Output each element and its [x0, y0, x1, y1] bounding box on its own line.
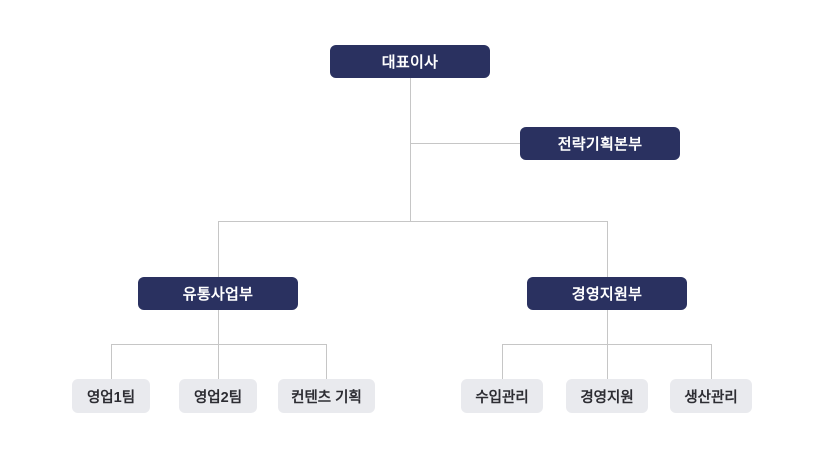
- connector-dept1-top: [218, 221, 219, 277]
- connector-staff-branch: [410, 143, 520, 144]
- node-management-support: 경영지원: [566, 379, 648, 413]
- node-strategic-planning: 전략기획본부: [520, 127, 680, 160]
- connector-dept2-child3-drop: [711, 344, 712, 379]
- node-import-management: 수입관리: [461, 379, 543, 413]
- node-management-support-division: 경영지원부: [527, 277, 687, 310]
- node-sales-team-2: 영업2팀: [179, 379, 257, 413]
- connector-dept1-down: [218, 310, 219, 344]
- node-production-management: 생산관리: [670, 379, 752, 413]
- connector-root-trunk: [410, 77, 411, 221]
- connector-dept1-child2-drop: [218, 344, 219, 379]
- node-distribution-division: 유통사업부: [138, 277, 298, 310]
- node-sales-team-1: 영업1팀: [72, 379, 150, 413]
- connector-dept2-horizontal: [502, 344, 711, 345]
- connector-dept2-top: [607, 221, 608, 277]
- connector-dept1-child3-drop: [326, 344, 327, 379]
- connector-dept2-child2-drop: [607, 344, 608, 379]
- node-content-planning: 컨텐츠 기획: [278, 379, 375, 413]
- connector-dept2-down: [607, 310, 608, 344]
- node-ceo: 대표이사: [330, 45, 490, 78]
- connector-dept2-child1-drop: [502, 344, 503, 379]
- connector-dept1-child1-drop: [111, 344, 112, 379]
- connector-main-horizontal: [218, 221, 607, 222]
